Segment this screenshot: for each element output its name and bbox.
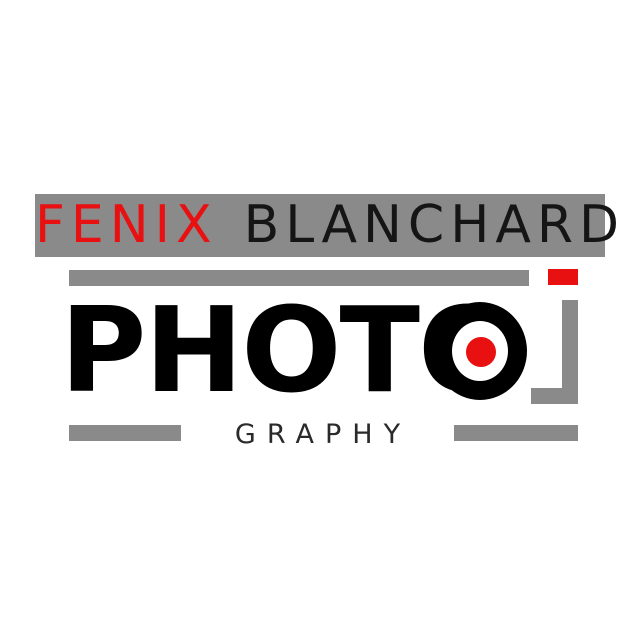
top-frame-bar: [69, 270, 529, 286]
graphy-word: GRAPHY: [234, 419, 412, 450]
name-banner: [35, 194, 605, 257]
bracket-horizontal-bar: [531, 388, 578, 404]
bracket-vertical-bar: [562, 300, 578, 404]
first-name: FENIX: [35, 195, 218, 255]
lens-red-dot: [466, 337, 496, 367]
red-accent-square: [548, 269, 578, 285]
bottom-right-bar: [454, 425, 578, 441]
last-name: BLANCHARD: [243, 195, 626, 255]
bottom-left-bar: [69, 425, 181, 441]
